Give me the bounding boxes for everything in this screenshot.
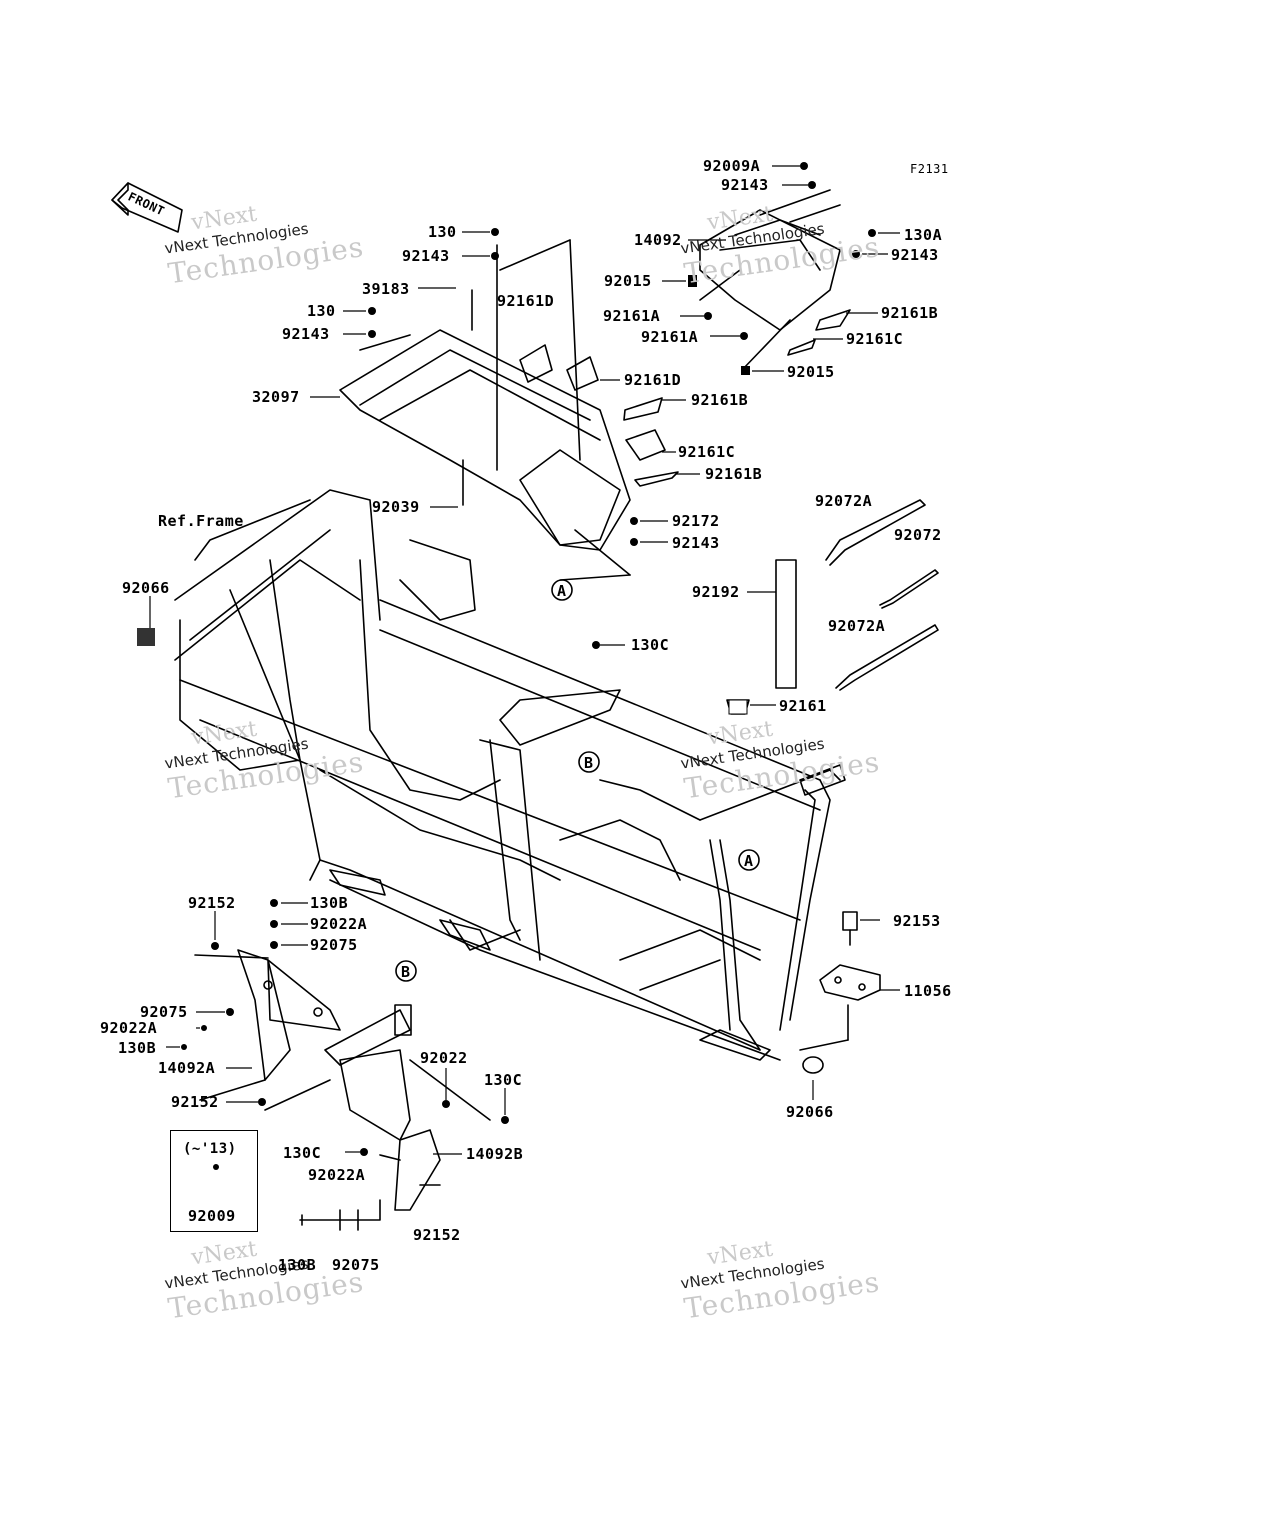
- part-label[interactable]: 130B: [118, 1039, 157, 1057]
- guard-right: [299, 1004, 491, 1231]
- part-label[interactable]: 92066: [122, 579, 170, 597]
- part-label[interactable]: 130C: [631, 636, 670, 654]
- part-label[interactable]: 14092: [634, 231, 682, 249]
- note-part: 92009: [188, 1207, 236, 1225]
- part-label[interactable]: 92075: [332, 1256, 380, 1274]
- part-label[interactable]: 92009A: [703, 157, 761, 175]
- part-label[interactable]: 92075: [140, 1003, 188, 1021]
- part-label[interactable]: 92022: [420, 1049, 468, 1067]
- callout-b-bottom: [395, 960, 417, 982]
- part-label[interactable]: 11056: [904, 982, 952, 1000]
- part-label[interactable]: 92152: [413, 1226, 461, 1244]
- part-label[interactable]: 92161: [779, 697, 827, 715]
- callout-b: B: [584, 754, 594, 772]
- part-label[interactable]: 92039: [372, 498, 420, 516]
- part-label[interactable]: 92161A: [603, 307, 661, 325]
- part-label[interactable]: 92161B: [691, 391, 749, 409]
- part-label[interactable]: 130B: [310, 894, 349, 912]
- part-label[interactable]: 92143: [402, 247, 450, 265]
- part-label[interactable]: 130C: [283, 1144, 322, 1162]
- part-label[interactable]: 14092A: [158, 1059, 216, 1077]
- leader-lines: [149, 165, 900, 1155]
- straps: [726, 499, 939, 715]
- part-label[interactable]: 39183: [362, 280, 410, 298]
- part-label[interactable]: 92161D: [624, 371, 682, 389]
- part-label[interactable]: 130: [428, 223, 457, 241]
- figure-code: F2131: [910, 162, 949, 176]
- note-range: (~'13): [183, 1141, 237, 1157]
- part-label[interactable]: 130: [307, 302, 336, 320]
- callout-b-top: [578, 751, 600, 773]
- part-label[interactable]: 92161D: [497, 292, 555, 310]
- part-label[interactable]: 92143: [721, 176, 769, 194]
- part-label[interactable]: 92161C: [678, 443, 736, 461]
- part-label[interactable]: 92075: [310, 936, 358, 954]
- part-label[interactable]: 92015: [604, 272, 652, 290]
- part-label[interactable]: 14092B: [466, 1145, 524, 1163]
- rear-fender-bracket: [699, 189, 851, 371]
- part-label[interactable]: 92072: [894, 526, 942, 544]
- ref-frame-label: Ref.Frame: [158, 512, 244, 530]
- part-label[interactable]: 92161C: [846, 330, 904, 348]
- part-label[interactable]: 32097: [252, 388, 300, 406]
- part-label[interactable]: 92143: [282, 325, 330, 343]
- part-label[interactable]: 92143: [672, 534, 720, 552]
- part-label[interactable]: 130B: [278, 1256, 317, 1274]
- skid-plate: [799, 911, 881, 1074]
- part-label[interactable]: 92153: [893, 912, 941, 930]
- callout-b: B: [401, 963, 411, 981]
- part-label[interactable]: 92072A: [815, 492, 873, 510]
- callout-a-bottom: [738, 849, 760, 871]
- part-label[interactable]: 92072A: [828, 617, 886, 635]
- part-label[interactable]: 92022A: [310, 915, 368, 933]
- part-label[interactable]: 92022A: [308, 1166, 366, 1184]
- callout-a: A: [744, 852, 754, 870]
- part-label[interactable]: 130C: [484, 1071, 523, 1089]
- part-label[interactable]: 92172: [672, 512, 720, 530]
- front-arrow-icon: [111, 182, 183, 233]
- note-box: [170, 1130, 258, 1232]
- tool-tray: [339, 239, 679, 581]
- part-label[interactable]: 130A: [904, 226, 943, 244]
- part-label[interactable]: 92015: [787, 363, 835, 381]
- part-label[interactable]: 92143: [891, 246, 939, 264]
- callout-a: A: [557, 582, 567, 600]
- fasteners: [137, 162, 876, 1170]
- part-label[interactable]: 92022A: [100, 1019, 158, 1037]
- part-label[interactable]: 92161A: [641, 328, 699, 346]
- part-label[interactable]: 92192: [692, 583, 740, 601]
- guard-left: [194, 949, 341, 1111]
- part-label[interactable]: 92152: [171, 1093, 219, 1111]
- part-label[interactable]: 92161B: [705, 465, 763, 483]
- part-label[interactable]: 92161B: [881, 304, 939, 322]
- callout-a-top: [551, 579, 573, 601]
- part-label[interactable]: 92152: [188, 894, 236, 912]
- part-label[interactable]: 92066: [786, 1103, 834, 1121]
- main-frame: [174, 489, 846, 1061]
